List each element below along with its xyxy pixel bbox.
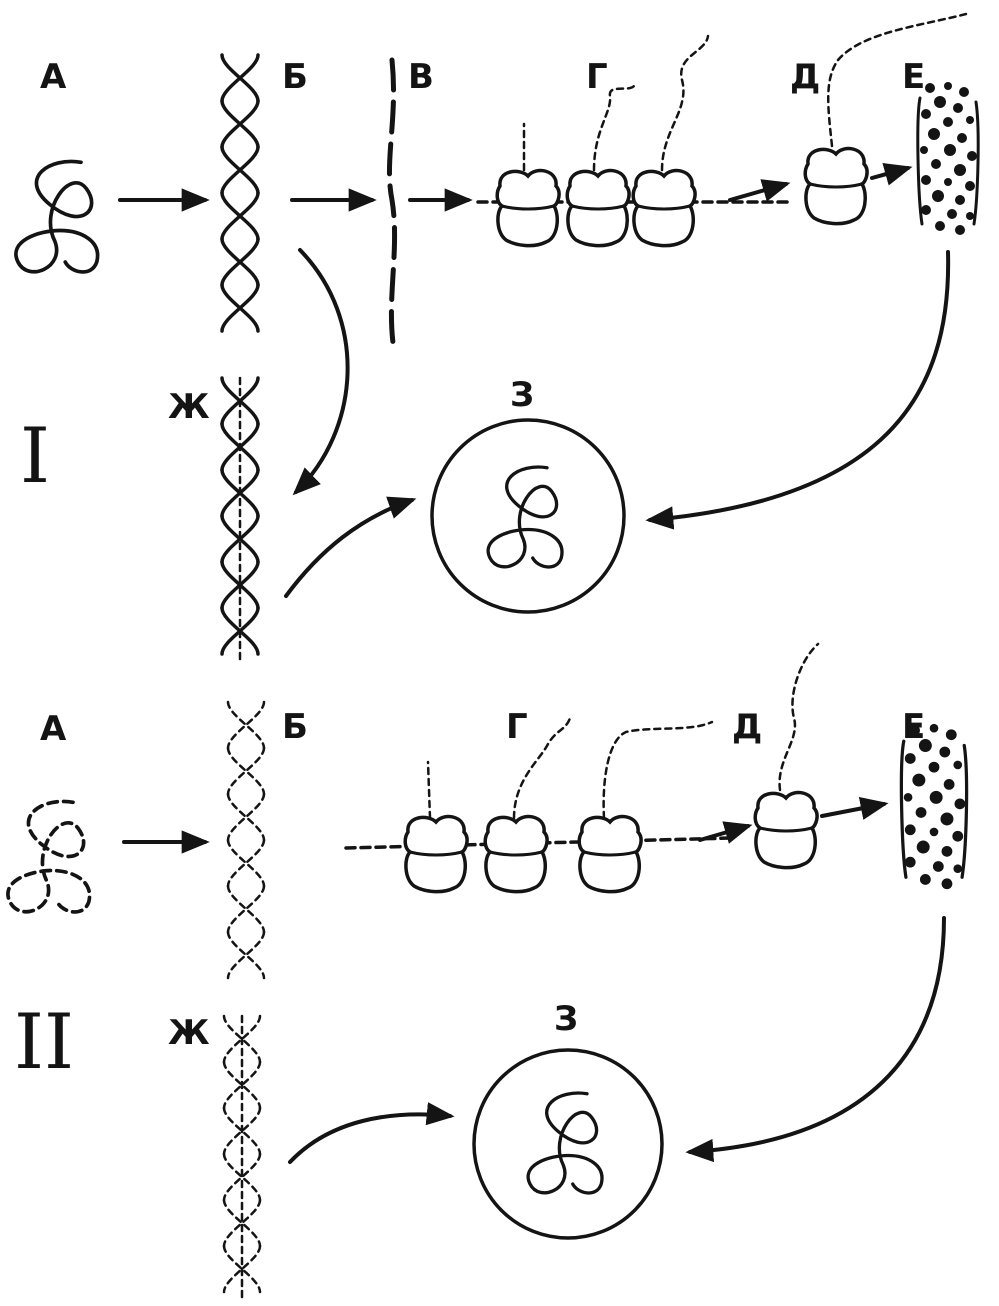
label-a-one: А [40, 57, 67, 97]
peptide-two-a [426, 760, 432, 820]
arrow-g-d-two [698, 821, 753, 844]
label-b-one: Б [282, 57, 308, 97]
label-z-one: З [510, 375, 534, 415]
cell-z-two [472, 1048, 664, 1240]
peptide-d-two [778, 642, 820, 792]
panel-two: II А Б Г Д Е Ж З [6, 642, 969, 1304]
ribosome-d-two [753, 790, 819, 870]
arrow-zh-z-two [288, 1102, 455, 1164]
arrow-d-e-two [820, 796, 889, 820]
native-chain-a-one [14, 159, 100, 274]
label-g-two: Г [506, 707, 528, 747]
label-d-one: Д [790, 57, 820, 97]
peptide-two-c [602, 720, 714, 820]
arrow-b-zh-one [292, 248, 350, 496]
ribosome-one-b [565, 168, 631, 248]
helix-b-one [220, 53, 260, 333]
broken-strand-v-one [386, 57, 398, 353]
helix-b-two [226, 700, 266, 980]
aggregate-e-one [916, 80, 980, 237]
label-e-one: Е [902, 57, 925, 97]
helix-zh-two [222, 1014, 262, 1304]
panel-two-roman: II [14, 997, 74, 1086]
ribosome-d-one [803, 146, 869, 226]
peptide-d-one [827, 12, 968, 148]
label-v-one: В [408, 57, 434, 97]
label-d-two: Д [732, 707, 762, 747]
peptide-one-c [660, 34, 710, 172]
arrow-d-e-one [870, 163, 913, 186]
panel-one-roman: I [20, 411, 50, 500]
arrow-g-d-one [728, 179, 791, 202]
peptide-one-b [592, 84, 636, 172]
ribosome-one-c [631, 168, 697, 248]
arrow-zh-z-one [284, 496, 417, 598]
aggregate-e-two [899, 722, 969, 891]
arrow-e-z-one [645, 250, 951, 530]
label-b-two: Б [282, 707, 308, 747]
cell-z-one [430, 418, 626, 614]
label-g-one: Г [586, 57, 608, 97]
ribosome-two-c [577, 814, 643, 894]
arrow-e-z-two [685, 916, 946, 1163]
label-z-two: З [554, 999, 578, 1039]
helix-zh-one [220, 376, 260, 666]
ribosome-one-a [495, 168, 561, 248]
peptide-two-b [512, 716, 572, 820]
label-zh-two: Ж [168, 1013, 210, 1053]
label-zh-one: Ж [168, 387, 210, 427]
panel-one: I А Б В Г Д Е Ж З [14, 12, 980, 666]
ribosome-two-b [483, 814, 549, 894]
ribosome-two-a [403, 814, 469, 894]
chain-a-two [6, 799, 92, 914]
label-a-two: А [40, 709, 67, 749]
